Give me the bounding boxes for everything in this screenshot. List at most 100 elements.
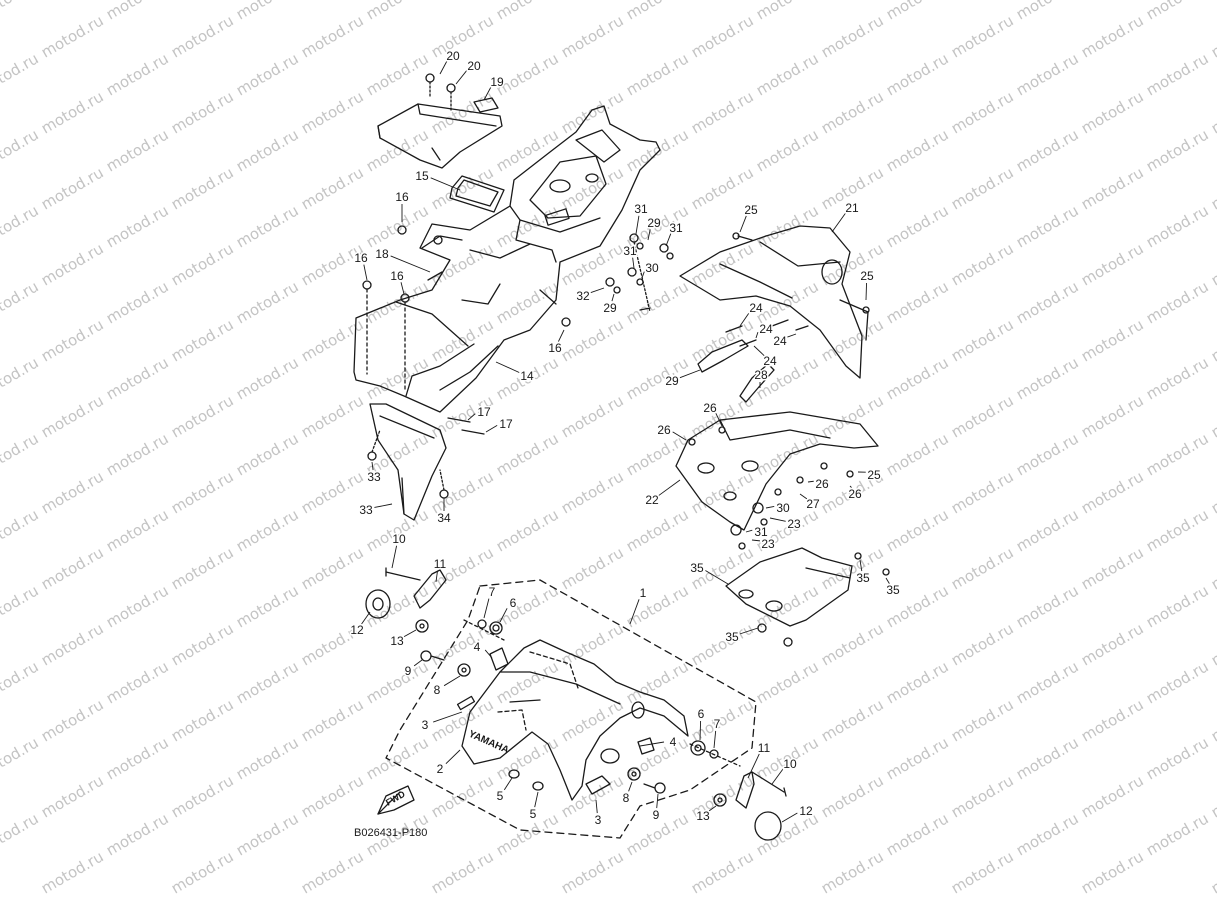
- watermark-text: motod.ru: [233, 49, 302, 99]
- callout-label: 17: [477, 405, 491, 419]
- callout-label: 32: [576, 289, 590, 303]
- watermark-text: motod.ru: [233, 809, 302, 859]
- watermark-text: motod.ru: [1078, 239, 1147, 289]
- watermark-text: motod.ru: [1143, 733, 1212, 783]
- watermark-text: motod.ru: [623, 49, 692, 99]
- watermark-text: motod.ru: [1013, 353, 1082, 403]
- watermark-text: motod.ru: [493, 0, 562, 23]
- watermark-text: motod.ru: [168, 467, 237, 517]
- watermark-text: motod.ru: [0, 809, 42, 859]
- watermark-text: motod.ru: [623, 657, 692, 707]
- callout-leader-line: [392, 546, 397, 568]
- watermark-text: motod.ru: [38, 847, 107, 897]
- watermark-text: motod.ru: [103, 809, 172, 859]
- callout-label: 13: [390, 634, 404, 648]
- watermark-text: motod.ru: [38, 771, 107, 821]
- watermark-text: motod.ru: [1013, 201, 1082, 251]
- watermark-text: motod.ru: [1143, 277, 1212, 327]
- watermark-text: motod.ru: [0, 429, 42, 479]
- watermark-text: motod.ru: [493, 201, 562, 251]
- callout-label: 23: [787, 517, 801, 531]
- callout-label: 35: [856, 571, 870, 585]
- callout-leader-line: [444, 676, 460, 686]
- watermark-text: motod.ru: [948, 695, 1017, 745]
- watermark-text: motod.ru: [1078, 771, 1147, 821]
- watermark-text: motod.ru: [0, 657, 42, 707]
- callout-leader-line: [591, 288, 604, 293]
- watermark-text: motod.ru: [1013, 581, 1082, 631]
- watermark-text: motod.ru: [948, 847, 1017, 897]
- callout-leader-line: [440, 61, 447, 74]
- watermark-text: motod.ru: [38, 163, 107, 213]
- callout-label: 4: [474, 640, 481, 654]
- watermark-text: motod.ru: [363, 353, 432, 403]
- watermark-text: motod.ru: [38, 315, 107, 365]
- watermark-text: motod.ru: [1208, 239, 1217, 289]
- watermark-text: motod.ru: [948, 771, 1017, 821]
- parts-drawing: YAMAHA: [354, 74, 889, 840]
- watermark-text: motod.ru: [168, 695, 237, 745]
- watermark-text: motod.ru: [1013, 657, 1082, 707]
- callout-label: 5: [497, 789, 504, 803]
- callout-leader-line: [535, 792, 538, 807]
- callout-label: 25: [744, 203, 758, 217]
- callout-label: 26: [703, 401, 717, 415]
- watermark-text: motod.ru: [558, 163, 627, 213]
- callout-label: 31: [623, 244, 637, 258]
- callout-label: 15: [415, 169, 429, 183]
- callout-label: 6: [698, 707, 705, 721]
- watermark-text: motod.ru: [428, 847, 497, 897]
- watermark-text: motod.ru: [948, 543, 1017, 593]
- watermark-text: motod.ru: [363, 657, 432, 707]
- callout-label: 9: [653, 808, 660, 822]
- watermark-text: motod.ru: [38, 619, 107, 669]
- watermark-text: motod.ru: [38, 543, 107, 593]
- watermark-text: motod.ru: [1208, 467, 1217, 517]
- callout-label: 29: [665, 374, 679, 388]
- watermark-text: motod.ru: [233, 0, 302, 23]
- callout-leader-line: [766, 506, 774, 508]
- watermark-text: motod.ru: [493, 505, 562, 555]
- watermark-text: motod.ru: [818, 391, 887, 441]
- watermark-text: motod.ru: [363, 125, 432, 175]
- callout-label: 29: [603, 301, 617, 315]
- callout-label: 12: [350, 623, 364, 637]
- watermark-text: motod.ru: [168, 163, 237, 213]
- watermark-text: motod.ru: [0, 277, 42, 327]
- callout-leader-line: [756, 332, 758, 338]
- callout-leader-line: [633, 258, 634, 268]
- callout-leader-line: [404, 630, 416, 637]
- watermark-text: motod.ru: [1078, 847, 1147, 897]
- callout-leader-line: [374, 504, 392, 507]
- callout-label: 16: [395, 190, 409, 204]
- callout-label: 20: [446, 49, 460, 63]
- watermark-text: motod.ru: [1013, 505, 1082, 555]
- watermark-text: motod.ru: [298, 391, 367, 441]
- watermark-text: motod.ru: [168, 847, 237, 897]
- callout-label: 7: [489, 585, 496, 599]
- callout-label: 16: [390, 269, 404, 283]
- watermark-text: motod.ru: [363, 49, 432, 99]
- watermark-text: motod.ru: [493, 429, 562, 479]
- watermark-text: motod.ru: [818, 847, 887, 897]
- watermark-text: motod.ru: [298, 543, 367, 593]
- watermark-text: motod.ru: [1143, 49, 1212, 99]
- watermark-text: motod.ru: [1143, 429, 1212, 479]
- callout-label: 35: [725, 630, 739, 644]
- callout-label: 6: [510, 596, 517, 610]
- watermark-text: motod.ru: [233, 125, 302, 175]
- watermark-text: motod.ru: [1143, 353, 1212, 403]
- watermark-text: motod.ru: [688, 847, 757, 897]
- watermark-text: motod.ru: [0, 125, 42, 175]
- callout-label: 2: [437, 762, 444, 776]
- watermark-text: motod.ru: [558, 543, 627, 593]
- watermark-text: motod.ru: [753, 0, 822, 23]
- watermark-text: motod.ru: [38, 11, 107, 61]
- watermark-text: motod.ru: [1013, 49, 1082, 99]
- watermark-text: motod.ru: [103, 201, 172, 251]
- watermark-text: motod.ru: [168, 771, 237, 821]
- watermark-text: motod.ru: [1078, 163, 1147, 213]
- watermark-text: motod.ru: [558, 467, 627, 517]
- watermark-text: motod.ru: [1143, 809, 1212, 859]
- watermark-text: motod.ru: [688, 87, 757, 137]
